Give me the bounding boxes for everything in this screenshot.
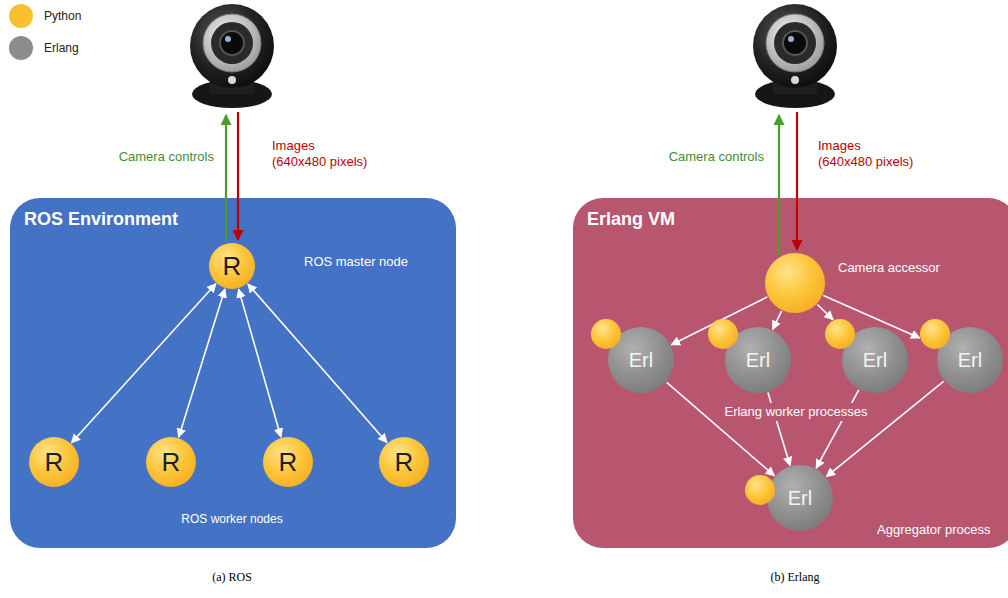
control-label: Camera controls (669, 149, 764, 165)
python-badge (825, 319, 855, 349)
image-label: Images (640x480 pixels) (818, 138, 914, 170)
node-letter: R (162, 449, 181, 475)
connector-arrow (179, 289, 225, 437)
python-badge (708, 319, 738, 349)
control-arrow (225, 115, 227, 242)
subfigure-caption: (a) ROS (212, 569, 252, 585)
image-label: Images (640x480 pixels) (272, 138, 368, 170)
panel-heading: ROS Environment (24, 209, 178, 230)
connector-arrow (248, 284, 387, 443)
node-letter: Erl (863, 350, 887, 370)
ros-worker-node: R (29, 437, 79, 487)
node-caption: Camera accessor (838, 260, 940, 276)
connector-arrow (823, 296, 919, 338)
python-badge (591, 319, 621, 349)
node-letter: Erl (788, 488, 812, 508)
erlang-worker-process: Erl (842, 327, 908, 393)
erlang-worker-process: Erl (725, 327, 791, 393)
node-letter: R (395, 449, 414, 475)
python-badge (920, 319, 950, 349)
connector-arrow (667, 382, 775, 475)
legend-swatch (9, 4, 33, 28)
erlang-worker-process: Erl (937, 327, 1003, 393)
ros-master-node: RROS master node (209, 243, 255, 289)
node-letter: R (45, 449, 64, 475)
image-arrow (237, 112, 239, 240)
webcam-illustration (190, 4, 274, 108)
node-caption: ROS master node (304, 254, 408, 270)
camera-accessor: Camera accessor (765, 253, 825, 313)
ros-environment-panel: ROS EnvironmentRROS master nodeRRRR (10, 198, 456, 548)
node-letter: Erl (629, 350, 653, 370)
aggregator-process: ErlAggregator process (767, 465, 833, 531)
ros-worker-node: R (146, 437, 196, 487)
erlang-worker-process: Erl (608, 327, 674, 393)
subfigure-caption: (b) Erlang (771, 569, 820, 585)
image-arrow (796, 112, 798, 250)
connector-arrow (773, 311, 782, 330)
connector-arrow (826, 381, 943, 476)
ros-worker-node: R (379, 437, 429, 487)
legend-swatch (9, 36, 33, 60)
node-letter: Erl (958, 350, 982, 370)
legend-text: Python (44, 8, 81, 24)
panel-heading: Erlang VM (587, 209, 675, 230)
control-arrow (778, 115, 780, 255)
webcam-illustration (753, 4, 837, 108)
connector-arrow (671, 297, 767, 345)
node-letter: R (279, 449, 298, 475)
ros-worker-node: R (263, 437, 313, 487)
group-label: Erlang worker processes (720, 403, 871, 421)
node-caption: Aggregator process (877, 522, 990, 538)
connector-arrow (72, 284, 216, 443)
node-letter: R (223, 253, 242, 279)
control-label: Camera controls (119, 149, 214, 165)
group-label: ROS worker nodes (181, 511, 282, 527)
connector-arrow (239, 289, 281, 437)
connector-arrow (817, 305, 833, 320)
python-badge (745, 475, 775, 505)
legend-text: Erlang (44, 40, 79, 56)
node-letter: Erl (746, 350, 770, 370)
erlang-vm-panel: Erlang VMCamera accessorErlErlErlErlErlA… (573, 198, 1008, 548)
